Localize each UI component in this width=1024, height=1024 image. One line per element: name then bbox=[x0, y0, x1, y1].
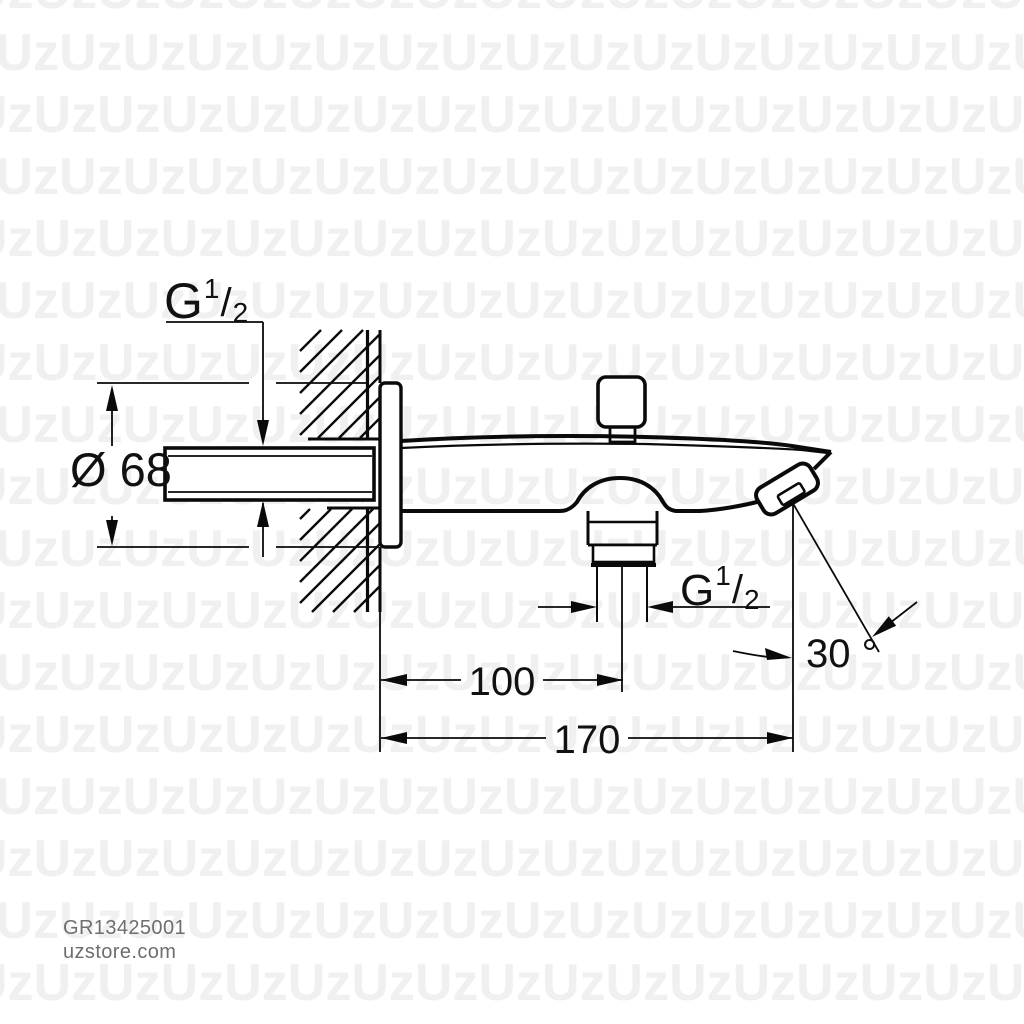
spout-body bbox=[400, 434, 833, 513]
dimension-arrowheads bbox=[106, 385, 897, 744]
inlet-thread-label: G1/2 bbox=[164, 273, 250, 329]
inlet-pipe bbox=[163, 446, 376, 502]
flange-diameter-label: Ø 68 bbox=[70, 443, 172, 496]
thread-size-text: G bbox=[164, 273, 204, 329]
dimension-100-label: 100 bbox=[468, 660, 536, 704]
diverter-knob bbox=[596, 375, 647, 444]
thread-size-text: G bbox=[680, 566, 716, 615]
product-code: GR13425001 bbox=[63, 917, 186, 939]
spout-aerator bbox=[754, 461, 820, 517]
dimension-170-label: 170 bbox=[553, 718, 621, 762]
shower-thread-label: G1/2 bbox=[680, 560, 761, 615]
shower-outlet-connection bbox=[586, 511, 659, 622]
dimension-lines bbox=[97, 321, 918, 752]
website-url: uzstore.com bbox=[63, 940, 177, 963]
spout-angle-label: 30 ° bbox=[806, 632, 878, 676]
footer-watermark-text: GR13425001 uzstore.com bbox=[63, 917, 186, 964]
wall-flange bbox=[378, 381, 403, 549]
